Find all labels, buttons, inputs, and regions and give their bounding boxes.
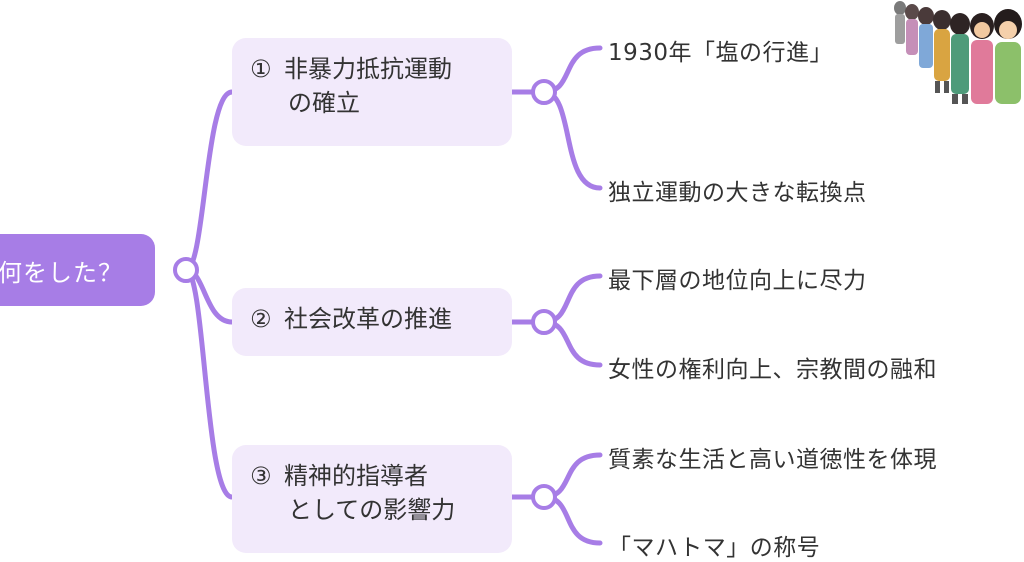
branch-number: ① [250,55,272,83]
leaf-2-1: 最下層の地位向上に尽力 [608,268,867,294]
branch-title-line2: としての影響力 [288,496,456,524]
leaf-1-2: 独立運動の大きな転換点 [608,180,867,206]
crowd-illustration [894,1,1022,104]
branch-1-node-dot [531,79,557,105]
branch-node-3: ③ 精神的指導者 としての影響力 [232,445,512,553]
root-label: 何をした？ [0,258,123,287]
leaf-3-2: 「マハトマ」の称号 [608,535,821,561]
connector-root-branch-1 [183,89,235,273]
branch-title-line1: 精神的指導者 [284,462,428,490]
root-node: 何をした？ [0,234,155,306]
connector-branch-1-leaf-2 [541,89,603,191]
branch-title-line2: の確立 [288,89,360,117]
leaf-2-2: 女性の権利向上、宗教間の融和 [608,357,937,383]
leaf-1-1: 1930年「塩の行進」 [608,40,834,66]
branch-title-line1: 社会改革の推進 [284,305,452,333]
branch-node-2: ② 社会改革の推進 [232,288,512,356]
branch-title-line1: 非暴力抵抗運動 [284,55,452,83]
root-node-dot [173,257,199,283]
branch-3-node-dot [531,484,557,510]
leaf-3-1: 質素な生活と高い道徳性を体現 [608,447,937,473]
branch-2-node-dot [531,309,557,335]
branch-number: ② [250,305,272,333]
branch-node-1: ① 非暴力抵抗運動 の確立 [232,38,512,146]
branch-number: ③ [250,462,272,490]
